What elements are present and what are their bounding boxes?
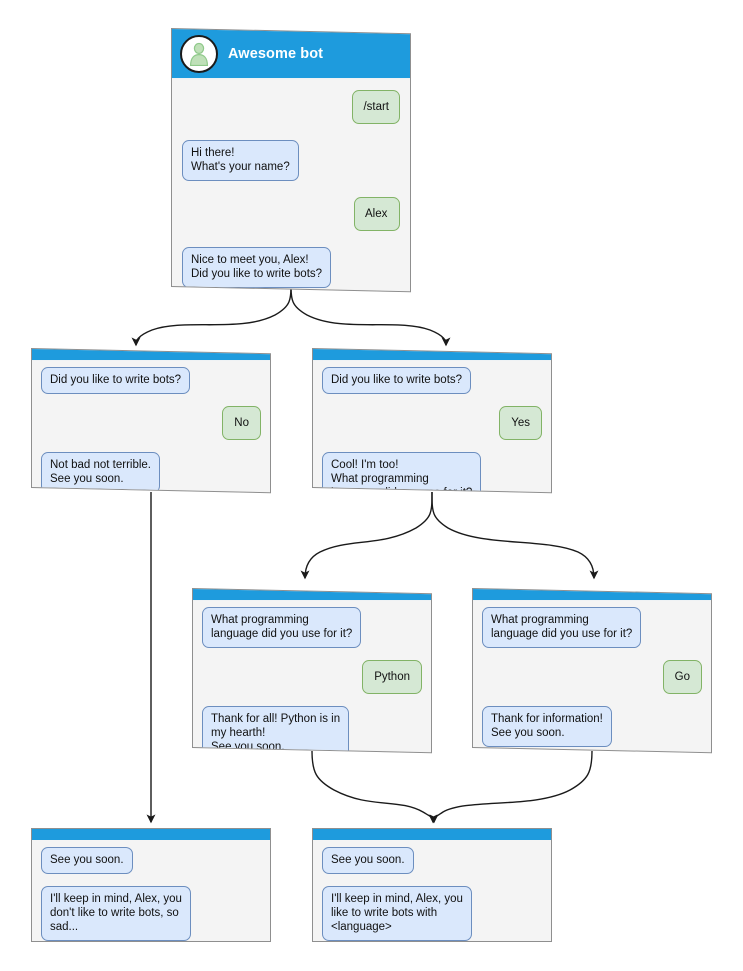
- user-message-bubble[interactable]: Yes: [499, 406, 542, 441]
- edge-python-to-end-happy: [311, 750, 439, 824]
- node-go-branch-chat: What programming language did you use fo…: [473, 600, 711, 753]
- bot-message-bubble[interactable]: What programming language did you use fo…: [482, 607, 642, 649]
- message-row: Python: [202, 660, 422, 695]
- node-end-happy-chat: See you soon. I'll keep in mind, Alex, y…: [313, 840, 551, 941]
- message-row: Nice to meet you, Alex! Did you like to …: [182, 247, 400, 289]
- node-go-branch[interactable]: What programming language did you use fo…: [472, 588, 712, 754]
- user-message-bubble[interactable]: Go: [662, 660, 702, 695]
- bot-message-bubble[interactable]: Hi there! What's your name?: [182, 140, 299, 182]
- message-row: Not bad not terrible. See you soon.: [41, 452, 261, 494]
- message-row: Go: [482, 660, 702, 695]
- node-root-header: Awesome bot: [172, 29, 410, 79]
- message-row: What programming language did you use fo…: [482, 607, 702, 649]
- node-no-branch-chat: Did you like to write bots? No Not bad n…: [32, 360, 270, 494]
- bot-message-bubble[interactable]: Nice to meet you, Alex! Did you like to …: [182, 247, 332, 289]
- node-yes-branch-chat: Did you like to write bots? Yes Cool! I'…: [313, 360, 551, 494]
- message-row: Alex: [182, 197, 400, 232]
- edge-go-to-end-happy: [428, 750, 593, 824]
- node-end-happy-header: [313, 829, 551, 840]
- bot-message-bubble[interactable]: Thank for information! See you soon.: [482, 706, 612, 748]
- user-message-bubble[interactable]: /start: [352, 90, 400, 125]
- user-message-bubble[interactable]: Python: [362, 660, 422, 695]
- person-avatar-icon: [180, 34, 218, 73]
- message-row: I'll keep in mind, Alex, you like to wri…: [322, 886, 542, 941]
- node-yes-branch[interactable]: Did you like to write bots? Yes Cool! I'…: [312, 348, 552, 494]
- edge-root-to-no: [131, 280, 292, 347]
- bot-message-bubble[interactable]: What programming language did you use fo…: [202, 607, 362, 649]
- node-no-branch[interactable]: Did you like to write bots? No Not bad n…: [31, 348, 271, 494]
- bot-message-bubble[interactable]: Did you like to write bots?: [41, 367, 191, 395]
- message-row: Yes: [322, 406, 542, 441]
- message-row: Did you like to write bots?: [41, 367, 261, 395]
- bot-message-bubble[interactable]: Not bad not terrible. See you soon.: [41, 452, 161, 494]
- node-end-sad[interactable]: See you soon. I'll keep in mind, Alex, y…: [31, 828, 271, 942]
- message-row: See you soon.: [322, 847, 542, 874]
- bot-message-bubble[interactable]: See you soon.: [41, 847, 133, 874]
- message-row: Cool! I'm too! What programming language…: [322, 452, 542, 494]
- node-python-branch-header: [193, 589, 431, 601]
- node-no-branch-header: [32, 349, 270, 361]
- message-row: Hi there! What's your name?: [182, 140, 400, 182]
- message-row: No: [41, 406, 261, 441]
- node-yes-branch-header: [313, 349, 551, 361]
- bot-message-bubble[interactable]: Thank for all! Python is in my hearth! S…: [202, 706, 350, 754]
- node-end-sad-chat: See you soon. I'll keep in mind, Alex, y…: [32, 840, 270, 941]
- bot-message-bubble[interactable]: Cool! I'm too! What programming language…: [322, 452, 482, 494]
- message-row: See you soon.: [41, 847, 261, 874]
- message-row: What programming language did you use fo…: [202, 607, 422, 649]
- node-go-branch-header: [473, 589, 711, 601]
- user-message-bubble[interactable]: No: [222, 406, 261, 441]
- bot-message-bubble[interactable]: See you soon.: [322, 847, 414, 874]
- message-row: I'll keep in mind, Alex, you don't like …: [41, 886, 261, 941]
- bot-message-bubble[interactable]: I'll keep in mind, Alex, you don't like …: [41, 886, 191, 941]
- node-end-happy[interactable]: See you soon. I'll keep in mind, Alex, y…: [312, 828, 552, 942]
- user-message-bubble[interactable]: Alex: [354, 197, 400, 232]
- edge-yes-to-go: [431, 491, 599, 580]
- message-row: Thank for information! See you soon.: [482, 706, 702, 748]
- bot-message-bubble[interactable]: I'll keep in mind, Alex, you like to wri…: [322, 886, 472, 941]
- node-python-branch-chat: What programming language did you use fo…: [193, 600, 431, 754]
- node-end-sad-header: [32, 829, 270, 840]
- message-row: /start: [182, 90, 400, 125]
- message-row: Did you like to write bots?: [322, 367, 542, 395]
- edge-yes-to-python: [300, 491, 433, 580]
- node-python-branch[interactable]: What programming language did you use fo…: [192, 588, 432, 754]
- node-root-chat: /start Hi there! What's your name? Alex …: [172, 78, 410, 292]
- bot-message-bubble[interactable]: Did you like to write bots?: [322, 367, 472, 395]
- message-row: Thank for all! Python is in my hearth! S…: [202, 706, 422, 754]
- node-root[interactable]: Awesome bot /start Hi there! What's your…: [171, 28, 411, 293]
- bot-title: Awesome bot: [228, 45, 324, 62]
